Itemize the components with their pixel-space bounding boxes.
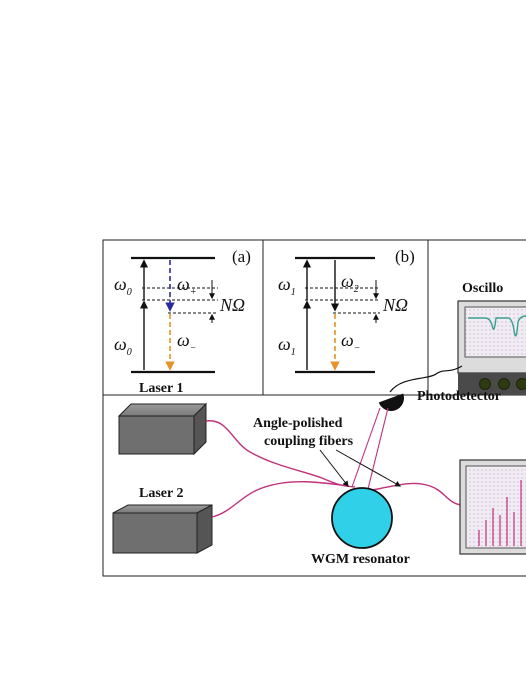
laser-2-front-face bbox=[112, 512, 198, 554]
spectrum-analyzer-screen bbox=[465, 465, 526, 549]
panel-a-n-omega-label: NΩ bbox=[219, 295, 245, 315]
scatter-ray-2 bbox=[367, 407, 389, 490]
panel-b-omega-right-label: ω2 bbox=[341, 271, 359, 295]
panel-a: (a) ω0 ω0 ω+ ω− NΩ bbox=[114, 247, 251, 374]
panel-a-omega-lower-label: ω0 bbox=[114, 334, 132, 358]
oscilloscope-screen bbox=[464, 306, 526, 358]
laser-2-label: Laser 2 bbox=[139, 486, 183, 501]
panel-b: (b) ω1 ω1 ω2 ω− NΩ bbox=[278, 247, 415, 374]
coupling-fibers-label-line-1: Angle-polished bbox=[253, 416, 343, 431]
panel-b-n-omega-label: NΩ bbox=[382, 295, 408, 315]
scatter-ray-1 bbox=[351, 407, 381, 488]
oscilloscope-knob-2 bbox=[498, 378, 510, 390]
panel-b-omega-upper-label: ω1 bbox=[278, 274, 296, 298]
panel-a-omega-minus-label: ω− bbox=[177, 330, 196, 354]
panel-b-omega-minus-label: ω− bbox=[341, 330, 360, 354]
wgm-resonator-label: WGM resonator bbox=[311, 552, 410, 567]
photodetector-cable bbox=[389, 365, 463, 393]
panel-b-tag: (b) bbox=[395, 247, 415, 266]
laser-1-front-face bbox=[118, 415, 195, 455]
photodetector-label: Photodetector bbox=[417, 389, 501, 404]
panel-b-omega-lower-label: ω1 bbox=[278, 334, 296, 358]
oscilloscope-label: Oscillo bbox=[462, 281, 503, 296]
laser-1-top-face bbox=[117, 403, 208, 417]
laser-2-top-face bbox=[112, 504, 213, 514]
laser-2-side-face bbox=[196, 504, 213, 554]
wgm-resonator bbox=[331, 487, 393, 549]
photodetector-icon bbox=[378, 393, 404, 411]
coupling-fibers-label-line-2: coupling fibers bbox=[264, 434, 354, 449]
coupling-pointer-left bbox=[319, 449, 349, 487]
oscilloscope-knob-3 bbox=[516, 378, 526, 390]
oscilloscope: Oscillo bbox=[457, 281, 526, 395]
laser-1-label: Laser 1 bbox=[139, 381, 183, 396]
coupling-pointer-right bbox=[335, 449, 402, 487]
panel-a-tag: (a) bbox=[232, 247, 251, 266]
laser-2: Laser 2 bbox=[112, 486, 213, 554]
oscilloscope-control-strip bbox=[458, 373, 526, 395]
fiber-laser-2 bbox=[211, 481, 349, 518]
laser-1: Laser 1 bbox=[117, 381, 208, 456]
spectrum-analyzer bbox=[459, 459, 526, 555]
panel-a-omega-upper-label: ω0 bbox=[114, 274, 132, 298]
oscilloscope-trace bbox=[468, 315, 526, 337]
oscilloscope-knob-1 bbox=[479, 378, 491, 390]
fiber-output bbox=[371, 482, 463, 506]
panel-a-omega-plus-label: ω+ bbox=[177, 274, 196, 298]
